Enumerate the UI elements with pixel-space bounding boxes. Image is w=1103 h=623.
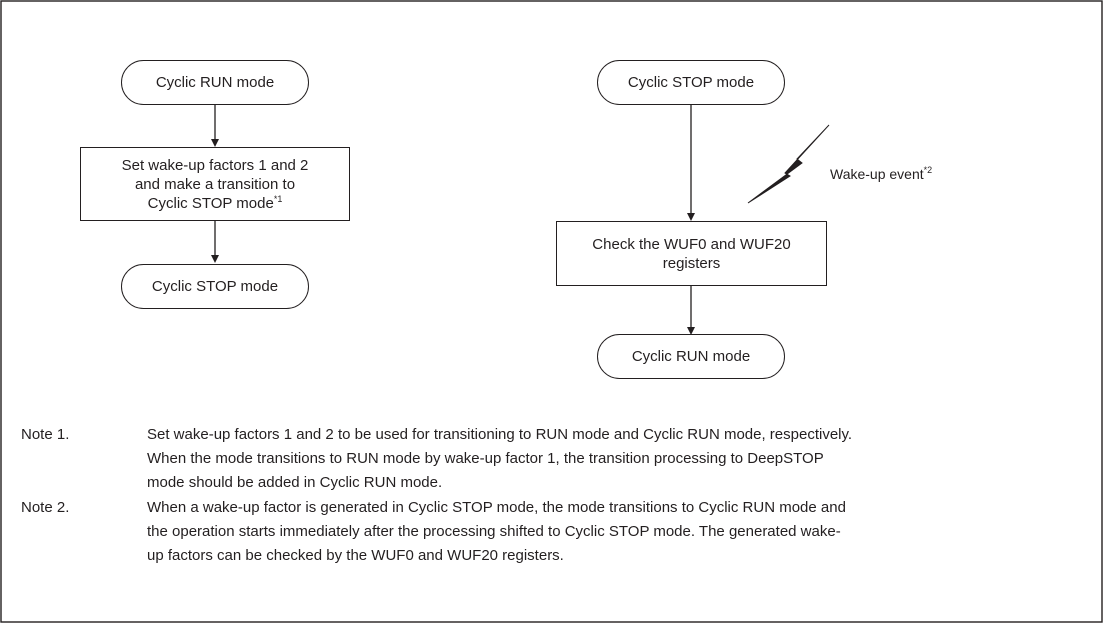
note-2: Note 2. When a wake-up factor is generat… [21,496,1091,568]
left-process-line-3: Cyclic STOP mode*1 [147,193,283,212]
left-start-label: Cyclic RUN mode [155,74,275,91]
note-2-line-1: When a wake-up factor is generated in Cy… [147,499,846,516]
left-start-terminal: Cyclic RUN mode [121,60,309,105]
arrow-right-2 [687,285,695,335]
left-process-box: Set wake-up factors 1 and 2 and make a t… [80,147,350,221]
lightning-bolt-icon [747,124,830,204]
note-1-line-3: mode should be added in Cyclic RUN mode. [147,474,443,491]
footnote-marker-2: *2 [923,165,933,175]
note-1-line-2: When the mode transitions to RUN mode by… [147,450,824,467]
arrow-left-1 [211,104,219,147]
note-1-line-1: Set wake-up factors 1 and 2 to be used f… [147,426,853,443]
right-process-line-1: Check the WUF0 and WUF20 [592,235,791,253]
right-end-label: Cyclic RUN mode [631,348,751,365]
left-process-line-1: Set wake-up factors 1 and 2 [121,156,309,174]
right-end-terminal: Cyclic RUN mode [597,334,785,379]
right-process-line-2: registers [662,254,721,272]
note-2-line-3: up factors can be checked by the WUF0 an… [147,547,564,564]
note-2-line-2: the operation starts immediately after t… [147,523,841,540]
wake-up-event-label: Wake-up event*2 [830,165,933,183]
left-end-label: Cyclic STOP mode [151,278,279,295]
note-1: Note 1. Set wake-up factors 1 and 2 to b… [21,423,1091,495]
note-2-label: Note 2. [21,499,70,516]
right-process-box: Check the WUF0 and WUF20 registers [556,221,827,286]
left-end-terminal: Cyclic STOP mode [121,264,309,309]
right-start-label: Cyclic STOP mode [627,74,755,91]
left-process-line-2: and make a transition to [134,175,296,193]
right-start-terminal: Cyclic STOP mode [597,60,785,105]
arrow-right-1 [687,104,695,221]
note-1-label: Note 1. [21,426,70,443]
arrow-left-2 [211,220,219,263]
footnote-marker-1: *1 [273,193,283,204]
